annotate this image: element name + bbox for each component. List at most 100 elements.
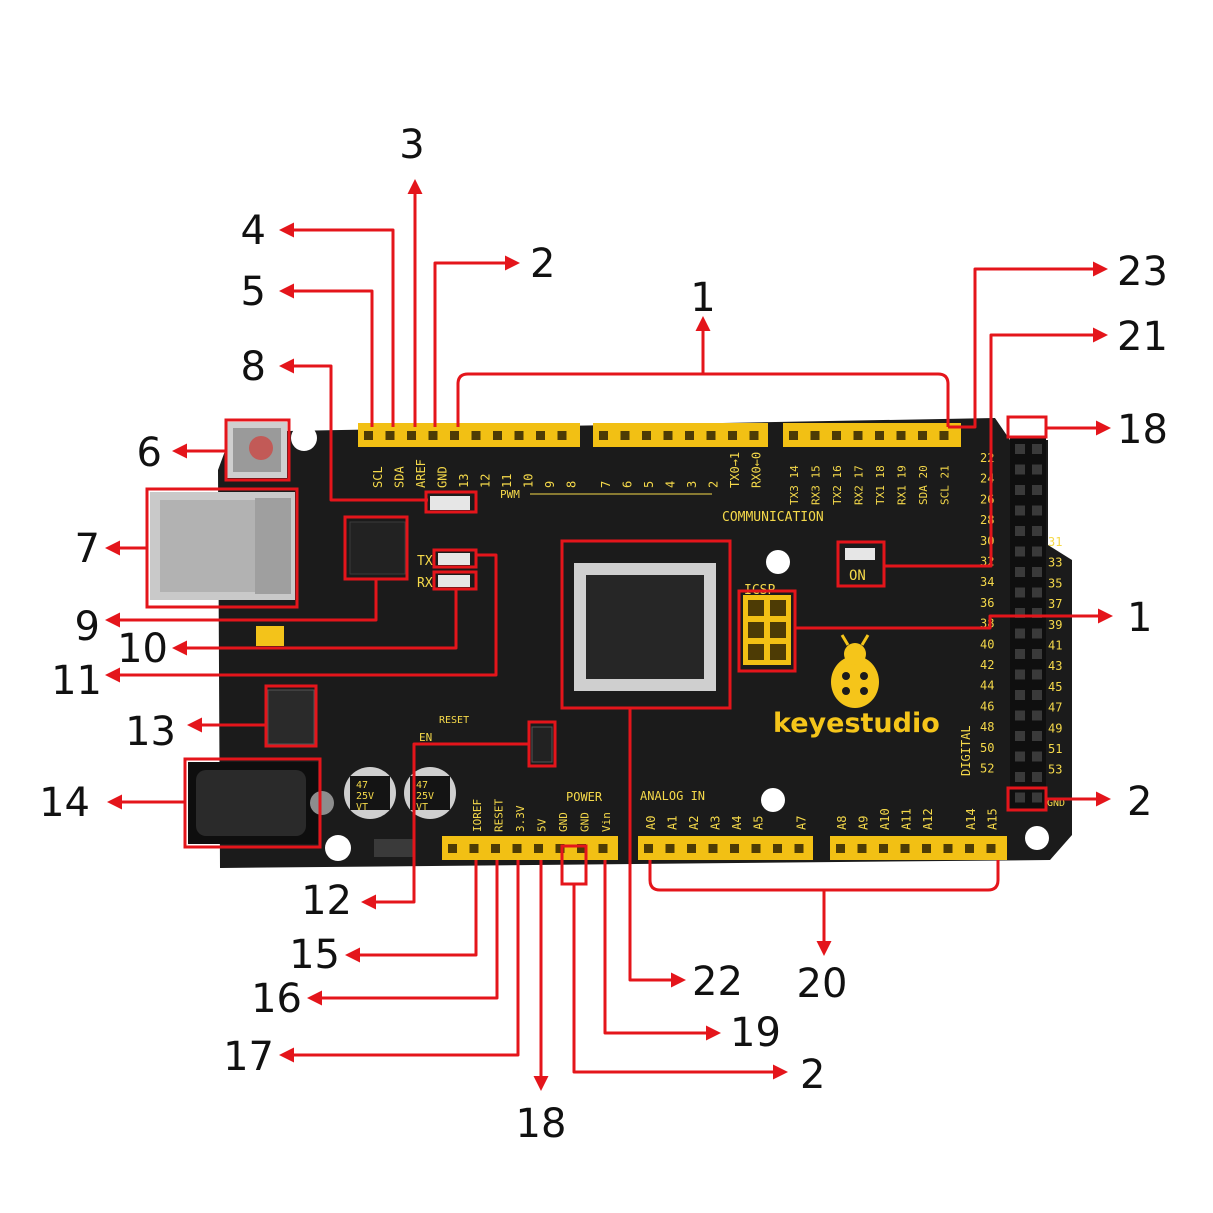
pin-socket xyxy=(514,431,524,440)
pin-socket xyxy=(598,844,608,853)
pin-label: Vin xyxy=(600,812,613,832)
mounting-hole xyxy=(325,835,351,861)
svg-text:VT: VT xyxy=(356,802,368,813)
callout-1-top: 1 xyxy=(690,275,715,321)
callout-19: 19 xyxy=(730,1010,781,1056)
callout-lines xyxy=(105,179,1113,1091)
pin-label: 9 xyxy=(543,481,557,488)
double-row-digital-header xyxy=(1010,438,1046,810)
power-header xyxy=(442,836,618,860)
led-on xyxy=(845,548,875,560)
callout-labels: 1 2 3 4 5 8 6 7 9 10 11 13 14 12 15 16 1… xyxy=(39,122,1168,1147)
pin-label: RX1 19 xyxy=(896,465,909,505)
pin-socket xyxy=(773,844,782,853)
callout-9: 9 xyxy=(75,604,100,650)
callout-15: 15 xyxy=(289,932,340,978)
pin-socket xyxy=(448,844,457,853)
capacitor: 47 25V VT xyxy=(344,767,396,819)
callout-11: 11 xyxy=(51,658,102,704)
box-top-gnd-right xyxy=(1006,415,1048,439)
pin-label: 48 xyxy=(980,720,994,734)
pin-socket xyxy=(1032,690,1042,700)
pin-label: 4 xyxy=(664,481,678,488)
pin-socket xyxy=(836,844,845,853)
pin-socket xyxy=(749,431,759,440)
pin-label: 3 xyxy=(685,481,699,488)
pin-socket xyxy=(1015,587,1025,598)
pin-label: IOREF xyxy=(471,799,484,832)
pin-label: SDA xyxy=(393,466,407,488)
pin-socket xyxy=(939,431,949,440)
pin-socket xyxy=(922,844,931,853)
pin-socket xyxy=(471,431,481,440)
pin-label: 34 xyxy=(980,575,994,589)
line-11 xyxy=(105,553,498,683)
pin-label: RESET xyxy=(493,799,506,832)
pin-label: 8 xyxy=(565,481,579,488)
callout-2-top: 2 xyxy=(530,241,555,287)
diode xyxy=(374,839,414,857)
pin-socket xyxy=(407,431,416,440)
communication-header xyxy=(783,423,961,447)
callout-18-right: 18 xyxy=(1117,407,1168,453)
pin-label: A4 xyxy=(730,816,744,830)
pin-socket xyxy=(810,431,820,440)
pin-label: A2 xyxy=(687,816,701,830)
arduino-mega-board: 47 25V VT 47 25V VT xyxy=(150,418,1072,868)
callout-7: 7 xyxy=(75,526,100,572)
pin-socket xyxy=(1032,731,1042,741)
svg-text:25V: 25V xyxy=(416,791,434,802)
dc-power-jack xyxy=(188,762,334,844)
pin-socket xyxy=(469,844,479,853)
line-21 xyxy=(884,327,1108,568)
pin-label: 11 xyxy=(500,474,514,488)
pin-socket xyxy=(685,431,694,440)
pin-socket xyxy=(1015,690,1025,700)
box-led-tx xyxy=(432,548,478,569)
mounting-hole xyxy=(766,550,790,574)
pin-socket xyxy=(687,844,696,853)
callout-2-right: 2 xyxy=(1127,779,1152,825)
pin-label: A1 xyxy=(666,816,680,830)
pin-socket xyxy=(577,844,586,853)
pin-label: 37 xyxy=(1048,597,1062,611)
led-l xyxy=(430,496,470,510)
keyestudio-logo xyxy=(831,634,879,708)
pin-label: AREF xyxy=(414,459,428,488)
analog-in-label: ANALOG IN xyxy=(640,789,705,803)
mounting-hole xyxy=(761,788,785,812)
mounting-hole xyxy=(291,425,317,451)
callout-1-right: 1 xyxy=(1127,595,1152,641)
pin-label: A8 xyxy=(835,816,849,830)
line-19 xyxy=(603,860,721,1041)
pin-label: A12 xyxy=(921,808,935,830)
communication-label: COMMUNICATION xyxy=(722,510,824,525)
pin-socket xyxy=(1032,608,1042,618)
pin-socket xyxy=(1015,464,1025,475)
pin-socket xyxy=(1032,669,1042,680)
voltage-regulator xyxy=(267,689,315,745)
pin-label: 45 xyxy=(1048,680,1062,694)
line-2-bottom xyxy=(572,884,788,1080)
pin-label: 53 xyxy=(1048,763,1062,777)
line-2-top xyxy=(433,255,520,427)
pin-socket xyxy=(536,431,545,440)
pin-socket xyxy=(1032,546,1042,557)
pin-label: TX0→1 xyxy=(728,452,742,488)
pin-label: RX3 15 xyxy=(810,465,823,505)
pin-socket xyxy=(1015,792,1025,803)
pin-label: 13 xyxy=(457,474,471,488)
gnd-edge-label: GND xyxy=(1047,798,1065,809)
pin-label: A9 xyxy=(857,816,871,830)
icsp-header xyxy=(743,595,791,665)
digital-label: DIGITAL xyxy=(959,725,973,776)
pin-label: 6 xyxy=(621,481,635,488)
pin-socket xyxy=(896,431,906,440)
box-icsp xyxy=(737,589,797,673)
pin-socket xyxy=(1015,444,1025,454)
